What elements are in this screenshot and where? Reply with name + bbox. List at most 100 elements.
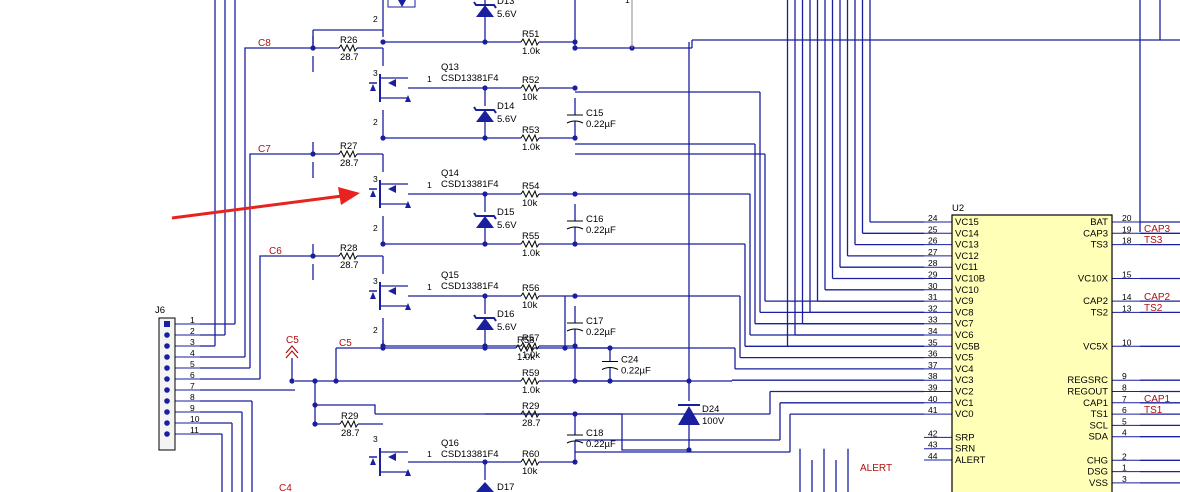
mosfet-pin-1: 1	[427, 180, 432, 190]
resistor-r57	[515, 343, 535, 353]
capacitor-c16-plate	[566, 226, 584, 230]
ic-pin-number: 2	[1122, 451, 1127, 461]
ic-pin-name: TS3	[1091, 240, 1108, 251]
capacitor-c16-value: 0.22µF	[586, 225, 616, 236]
resistor-r28-value: 28.7	[340, 260, 359, 271]
connector-pin-number: 3	[190, 337, 195, 347]
c5-flag	[285, 350, 299, 359]
capacitor-c17-value: 0.22µF	[586, 327, 616, 338]
connector-pin-number: 9	[190, 403, 195, 413]
zener-d16-bar	[473, 314, 497, 322]
connector-pin	[164, 365, 170, 371]
net-label-cap2: CAP2	[1144, 292, 1171, 303]
resistor-r60	[520, 457, 540, 467]
resistor-r29-ref: R29	[341, 411, 358, 422]
ic-pin-number: 8	[1122, 383, 1127, 393]
ic-pin-number: 1	[1122, 463, 1127, 473]
ic-pin-number: 3	[1122, 474, 1127, 484]
wire-c7	[249, 153, 313, 368]
mosfet-ref: Q14	[441, 168, 459, 179]
mosfet-pin-3: 3	[373, 276, 378, 286]
capacitor-c16-ref: C16	[586, 214, 603, 225]
connector-pin-number: 11	[190, 425, 199, 435]
ic-pin-name: VC14	[955, 228, 979, 239]
resistor-r27	[338, 149, 358, 159]
ic-pin-number: 20	[1122, 213, 1132, 223]
mosfet-pin-2: 2	[373, 14, 378, 24]
connector-pin	[164, 431, 170, 437]
ic-pin-name: CAP1	[1083, 398, 1108, 409]
ic-pin-name: DSG	[1087, 467, 1108, 478]
connector-pin	[164, 343, 170, 349]
wire	[315, 404, 376, 414]
ic-pin-number: 39	[928, 383, 938, 393]
mosfet-ref: Q15	[441, 270, 459, 281]
zener-d13-value: 5.6V	[497, 9, 517, 20]
zener-d17	[476, 482, 494, 492]
ic-pin-name: TS2	[1091, 307, 1108, 318]
connector-ref: J6	[155, 305, 165, 316]
ic-pin-number: 10	[1122, 337, 1132, 347]
connector-pin	[164, 376, 170, 382]
connector-pin-number: 8	[190, 392, 195, 402]
resistor-r55	[520, 239, 540, 249]
mosfet-pin-3: 3	[373, 68, 378, 78]
ic-pin-name: VC9	[955, 296, 973, 307]
ic-pin-number: 37	[928, 360, 938, 370]
resistor-r53-value: 1.0k	[522, 142, 540, 153]
mosfet-part: CSD13381F4	[441, 73, 499, 84]
capacitor-c24-plate	[601, 367, 619, 370]
ic-pin-number: 43	[928, 440, 938, 450]
zener-d14-value: 5.6V	[497, 114, 517, 125]
mosfet-pin-2: 2	[373, 117, 378, 127]
zener-d14-bar	[473, 106, 497, 114]
resistor-r57-ref: R58	[517, 335, 534, 346]
resistor-r54	[520, 189, 540, 199]
capacitor-c15-plate	[566, 120, 584, 124]
ic-pin-number: 6	[1122, 405, 1127, 415]
ic-pin-number: 14	[1122, 292, 1132, 302]
capacitor-c15-ref: C15	[586, 108, 603, 119]
mosfet-q14-body-diode	[370, 190, 376, 197]
ic-pin-name: VC7	[955, 319, 973, 330]
resistor-r59-ghost-ref: R29	[522, 401, 539, 412]
zener-d13	[476, 5, 494, 17]
ic-pin-name: VC5X	[1083, 341, 1108, 352]
capacitor-c17-ref: C17	[586, 316, 603, 327]
ic-pin-name: REGSRC	[1067, 375, 1108, 386]
ic-pin-name: VC15	[955, 217, 979, 228]
ic-pin-number: 7	[1122, 394, 1127, 404]
resistor-r26-ref: R26	[340, 35, 357, 46]
ic-pin-name: SRP	[955, 432, 975, 443]
resistor-r53	[520, 133, 540, 143]
resistor-r60-value: 10k	[522, 466, 538, 477]
mosfet-q15-arrow	[388, 287, 396, 295]
mosfet-q13-gate-diode	[405, 95, 411, 102]
mosfet-part: CSD13381F4	[441, 179, 499, 190]
zener-d16-ref: D16	[497, 309, 514, 320]
mosfet-q15-channel	[379, 282, 381, 310]
connector-pin	[164, 321, 170, 327]
mosfet-q15-body-diode	[370, 292, 376, 299]
ic-pin-name: VC8	[955, 307, 973, 318]
ic-pin-name: VC0	[955, 409, 973, 420]
ic-pin-number: 29	[928, 270, 938, 280]
diode-d24-ref: D24	[702, 404, 719, 415]
mosfet-ref: Q16	[441, 438, 459, 449]
zener-d15-value: 5.6V	[497, 220, 517, 231]
mosfet-q16-arrow	[388, 453, 396, 461]
ic-pin-number: 40	[928, 394, 938, 404]
zener-d13-bar	[473, 1, 497, 9]
resistor-r27-ref: R27	[340, 141, 357, 152]
resistor-r52-ref: R52	[522, 75, 539, 86]
resistor-r51	[520, 37, 540, 47]
junction-dot	[312, 421, 318, 427]
mosfet-ref: Q13	[441, 62, 459, 73]
zener-d13-ref: D13	[497, 0, 514, 7]
ic-pin-number: 24	[928, 213, 938, 223]
resistor-r58	[520, 376, 540, 386]
ic-pin-name: SDA	[1088, 432, 1108, 443]
ic-pin-number: 25	[928, 224, 938, 234]
connector-j6	[158, 317, 176, 451]
